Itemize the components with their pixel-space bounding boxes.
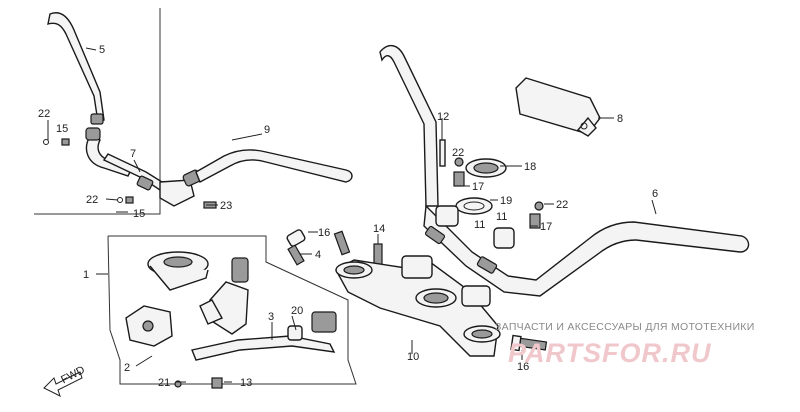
switch-assembly-frame xyxy=(107,235,357,385)
clamp-bolt-lower xyxy=(510,334,548,352)
callout-17-lower: 17 xyxy=(540,221,552,233)
callout-9: 9 xyxy=(264,124,270,136)
callout-23: 23 xyxy=(220,200,232,212)
watermark-logo: PARTSFOR.RU xyxy=(508,338,712,368)
callout-17-upper: 17 xyxy=(472,181,484,193)
callout-8: 8 xyxy=(617,113,623,125)
callout-16-lower: 16 xyxy=(517,361,529,373)
callout-19: 19 xyxy=(500,195,512,207)
callout-1: 1 xyxy=(83,269,89,281)
callout-7: 7 xyxy=(130,148,136,160)
callout-16-upper: 16 xyxy=(318,227,330,239)
callout-3: 3 xyxy=(268,311,274,323)
callout-10: 10 xyxy=(407,351,419,363)
main-handlebar xyxy=(379,45,750,297)
switch-wire-harness xyxy=(174,311,337,389)
upper-holder-hardware xyxy=(435,139,544,249)
callout-22-inset-top: 22 xyxy=(38,108,50,120)
callout-15-inset-top: 15 xyxy=(56,123,68,135)
callout-6: 6 xyxy=(652,188,658,200)
callout-11-right: 11 xyxy=(496,211,507,223)
callout-15-inset-bottom: 15 xyxy=(133,208,145,220)
callout-5: 5 xyxy=(99,44,105,56)
alt-handlebar-right xyxy=(195,149,353,183)
switch-housing-cover xyxy=(147,251,209,291)
clamp-bolt-upper xyxy=(286,229,383,267)
alt-handlebar-left xyxy=(47,12,133,177)
inset-frame xyxy=(34,8,161,215)
indicator-housing xyxy=(515,77,601,137)
alt-grip-assembly xyxy=(102,153,202,207)
callout-22-main-right: 22 xyxy=(556,199,568,211)
callout-20: 20 xyxy=(291,305,303,317)
callout-22-inset-bottom: 22 xyxy=(86,194,98,206)
callout-12: 12 xyxy=(437,111,449,123)
callout-4: 4 xyxy=(315,249,321,261)
throttle-pipe xyxy=(199,257,249,335)
callout-11-left: 11 xyxy=(474,219,485,231)
fwd-direction-arrow: FWD xyxy=(43,364,87,397)
callout-18: 18 xyxy=(524,161,536,173)
callout-14: 14 xyxy=(373,223,385,235)
switch-housing-lower xyxy=(125,305,173,347)
watermark-caption: ЗАПЧАСТИ И АКСЕССУАРЫ ДЛЯ МОТОТЕХНИКИ xyxy=(495,321,755,333)
fork-top-bridge xyxy=(335,255,501,357)
callout-13: 13 xyxy=(240,377,252,389)
callout-2: 2 xyxy=(124,362,130,374)
callout-22-main-upper: 22 xyxy=(452,147,464,159)
callout-21: 21 xyxy=(158,377,170,389)
